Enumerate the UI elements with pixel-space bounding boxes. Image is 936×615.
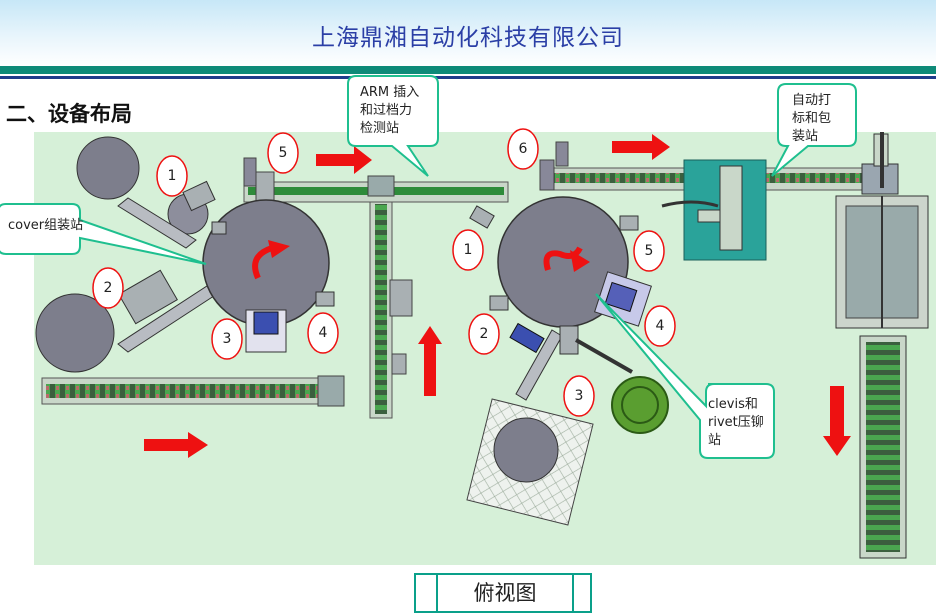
conveyor-output-vertical <box>859 335 907 559</box>
station-number-badge: 1 <box>452 229 484 271</box>
rotation-arrow-left <box>252 245 274 280</box>
right-end-unit <box>861 132 899 195</box>
green-part-bin <box>611 376 669 434</box>
station-3-press-left <box>245 309 287 353</box>
conveyor-top-left <box>243 157 509 207</box>
station-3-feeder-right <box>509 322 633 401</box>
svg-text:和过档力: 和过档力 <box>360 103 412 118</box>
station-number-badge: 2 <box>92 267 124 309</box>
svg-text:clevis和: clevis和 <box>708 397 758 412</box>
station-number-badge: 5 <box>267 132 299 174</box>
header-banner: 上海鼎湘自动化科技有限公司 <box>0 0 936 66</box>
svg-text:rivet压铆: rivet压铆 <box>708 415 764 430</box>
packaging-rack <box>835 195 929 329</box>
svg-text:cover组装站: cover组装站 <box>8 218 83 233</box>
header-rule <box>0 66 936 74</box>
labeling-packaging-machine <box>661 159 767 261</box>
callout-cover-station: cover组装站 <box>0 203 207 265</box>
company-title: 上海鼎湘自动化科技有限公司 <box>312 25 624 51</box>
part-bin-2 <box>35 293 115 373</box>
station-number-badge: 3 <box>563 375 595 417</box>
top-view-caption: 俯视图 <box>436 575 574 611</box>
flow-arrow-1 <box>316 146 372 174</box>
svg-text:3: 3 <box>223 331 232 347</box>
flow-arrow-5 <box>823 386 851 456</box>
svg-text:站: 站 <box>708 433 721 448</box>
flow-arrow-2 <box>144 432 208 458</box>
section-heading: 二、设备布局 <box>6 101 132 126</box>
station-number-badge: 3 <box>211 318 243 360</box>
svg-text:2: 2 <box>480 326 489 342</box>
rotation-arrow-right <box>543 246 583 271</box>
flow-arrow-3 <box>418 326 442 396</box>
svg-text:3: 3 <box>575 388 584 404</box>
flow-arrow-4 <box>612 134 670 160</box>
station-number-badge: 2 <box>468 313 500 355</box>
svg-text:5: 5 <box>645 243 654 259</box>
callout-labeling-station: 自动打 标和包 装站 <box>771 83 857 177</box>
svg-text:装站: 装站 <box>792 129 818 144</box>
station-number-badge: 5 <box>633 230 665 272</box>
svg-text:4: 4 <box>319 325 328 341</box>
parts-tray <box>466 398 594 526</box>
svg-text:检测站: 检测站 <box>360 121 399 136</box>
conveyor-bottom-left <box>41 375 345 407</box>
svg-text:自动打: 自动打 <box>792 93 831 108</box>
rotary-table-left <box>202 199 330 327</box>
svg-text:1: 1 <box>464 242 473 258</box>
svg-text:ARM 插入: ARM 插入 <box>360 85 419 100</box>
conveyor-vertical-center <box>369 199 413 419</box>
feeder-1 <box>117 180 216 249</box>
station-4-unit-left <box>315 291 335 307</box>
station-number-badge: 4 <box>644 305 676 347</box>
svg-text:4: 4 <box>656 318 665 334</box>
svg-text:2: 2 <box>104 280 113 296</box>
top-view-caption-box: 俯视图 <box>414 573 592 613</box>
callout-clevis-station: clevis和 rivet压铆 站 <box>595 293 775 459</box>
svg-text:标和包: 标和包 <box>792 111 831 126</box>
station-number-badge: 1 <box>156 155 188 197</box>
part-bin-1 <box>76 136 140 200</box>
station-number-badge: 6 <box>507 128 539 170</box>
svg-text:5: 5 <box>279 145 288 161</box>
station-number-badge: 4 <box>307 312 339 354</box>
header-rule-thin <box>0 76 936 79</box>
callout-arm-station: ARM 插入 和过档力 检测站 <box>347 75 439 177</box>
svg-text:6: 6 <box>519 141 528 157</box>
station-4-press-right <box>594 271 652 327</box>
svg-text:1: 1 <box>168 168 177 184</box>
